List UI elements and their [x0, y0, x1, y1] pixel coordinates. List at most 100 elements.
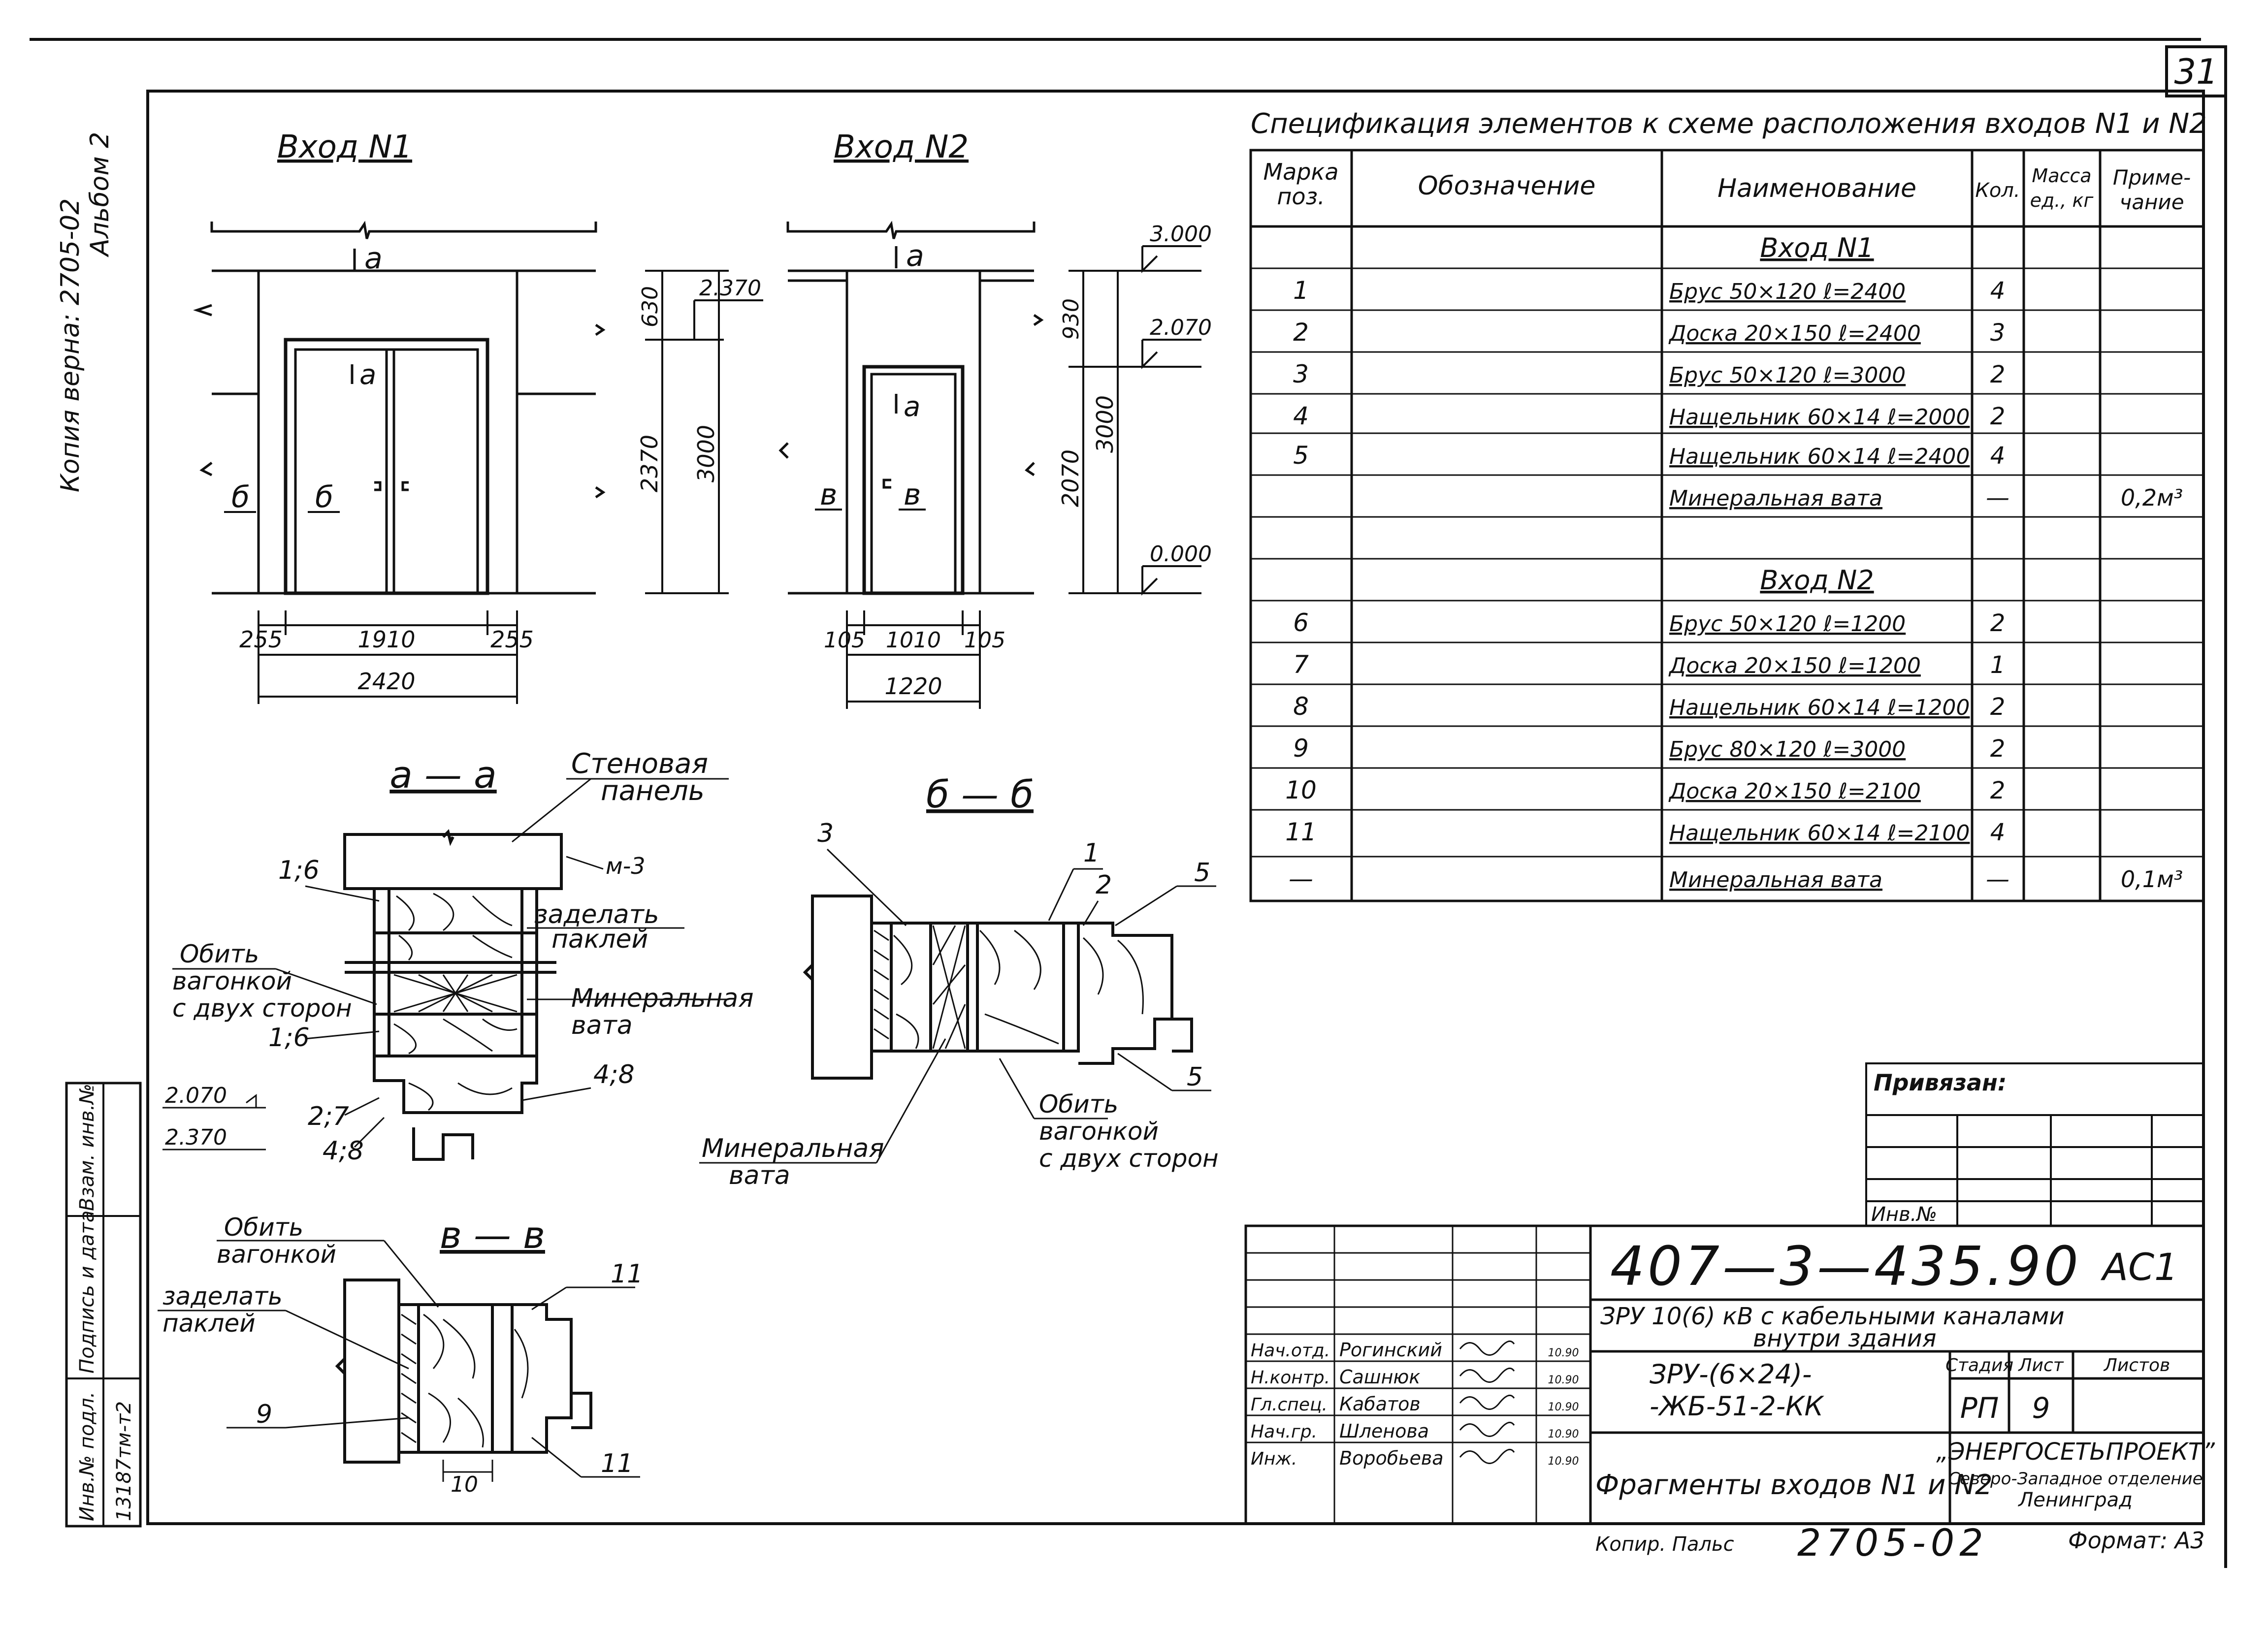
entrance-1-side-b: б	[231, 480, 250, 514]
staff-role: Гл.спец.	[1251, 1395, 1328, 1415]
section-bb-n3: 3	[817, 819, 834, 848]
section-aa-lvl-2070: 2.070	[165, 1083, 227, 1108]
project-line-2: внутри здания	[1753, 1325, 1937, 1352]
entrance-2-dim-2070: 2070	[1057, 449, 1084, 507]
org-1: „ЭНЕРГОСЕТЬПРОЕКТ”	[1936, 1438, 2215, 1466]
staff-role: Инж.	[1251, 1449, 1297, 1469]
spec-cell-qty: —	[1986, 484, 2009, 512]
drawing-name: Фрагменты входов N1 и N2	[1595, 1469, 1993, 1501]
spec-table: Спецификация элементов к схеме расположе…	[1249, 108, 2207, 902]
spec-cell-qty: 4	[1990, 442, 2006, 470]
left-stamp-sign: Подпись и дата	[76, 1211, 98, 1374]
object-line-2: -ЖБ-51-2-КК	[1650, 1391, 1825, 1422]
spec-cell-qty: 1	[1990, 651, 2006, 679]
entrance-1-dim-255b: 255	[490, 626, 534, 653]
signature	[1459, 1394, 1515, 1410]
spec-cell-name: Нащельник 60×14 ℓ=1200	[1669, 695, 1970, 720]
staff-date: 10.90	[1548, 1401, 1579, 1413]
section-aa-cover-1: Обить	[180, 940, 259, 968]
stage-header: Стадия	[1945, 1355, 2013, 1375]
staff-name: Сашнюк	[1339, 1366, 1420, 1388]
section-aa-seal-2: паклей	[551, 925, 648, 954]
entrance-2-dim-1010: 1010	[886, 628, 941, 653]
spec-h-designation: Обозначение	[1418, 171, 1596, 201]
section-aa-cover-3: с двух сторон	[172, 994, 352, 1023]
spec-h-mark-1: Марка	[1263, 159, 1338, 185]
section-vv-title: в — в	[440, 1213, 545, 1257]
spec-cell-mark: 3	[1293, 360, 1309, 388]
section-aa-27: 2;7	[308, 1102, 349, 1131]
spec-h-mark-2: поз.	[1277, 183, 1325, 210]
spec-cell-name: Доска 20×150 ℓ=1200	[1668, 653, 1921, 678]
section-aa-48a: 4;8	[593, 1060, 635, 1089]
staff-role: Нач.отд.	[1251, 1341, 1330, 1361]
section-bb-title: б — б	[926, 772, 1034, 816]
spec-cell-note: 0,1м³	[2121, 866, 2183, 893]
section-bb-n5a: 5	[1194, 858, 1210, 888]
staff-date: 10.90	[1548, 1347, 1579, 1359]
sheets-header: Листов	[2103, 1355, 2170, 1375]
entrance-1-dim-255a: 255	[239, 626, 283, 653]
section-aa-48b: 4;8	[323, 1136, 364, 1166]
entrance-1-dim-2370: 2370	[636, 435, 663, 492]
project-line-1: ЗРУ 10(6) кВ с кабельными каналами	[1600, 1303, 2065, 1330]
section-aa-16a: 1;6	[278, 856, 320, 885]
entrance-2-lvl-0000: 0.000	[1150, 542, 1212, 567]
entrance-2-dim-105b: 105	[964, 628, 1005, 653]
spec-cell-mark: 6	[1293, 608, 1309, 637]
section-bb-n2: 2	[1096, 870, 1112, 900]
footer: Копир. Пальс 2705-02 Формат: А3	[1595, 1521, 2204, 1565]
section-aa: а — а Стеновая панель м-3	[162, 748, 754, 1166]
footer-copied: Копир. Пальс	[1595, 1533, 1734, 1556]
spec-cell-name: Брус 80×120 ℓ=3000	[1669, 737, 1906, 762]
section-aa-lvl-2370: 2.370	[165, 1125, 227, 1150]
spec-h-name: Наименование	[1717, 174, 1916, 203]
spec-cell-mark: 9	[1293, 734, 1309, 763]
entrance-2-dim-1220: 1220	[884, 673, 942, 700]
sheet-number: 31	[2174, 52, 2218, 92]
spec-cell-qty: 2	[1990, 777, 2006, 804]
section-vv-cover-1: Обить	[224, 1213, 303, 1242]
section-aa-16b: 1;6	[268, 1023, 310, 1053]
spec-cell-qty: 2	[1990, 403, 2006, 430]
entrance-1-lvl-2370: 2.370	[699, 276, 761, 301]
entrance-2-door-a: а	[904, 391, 920, 423]
sheet-number-box: 31	[2165, 45, 2227, 97]
doc-code: 407—3—435.90	[1610, 1235, 2081, 1298]
staff-date: 10.90	[1548, 1455, 1579, 1468]
entrance-2-dim-105a: 105	[824, 628, 865, 653]
entrance-2-section-a: а	[906, 239, 924, 273]
binding-label: Привязан:	[1874, 1069, 2007, 1096]
spec-cell-qty: 2	[1990, 693, 2006, 721]
signature	[1459, 1448, 1515, 1464]
section-bb-wool-1: Минеральная	[702, 1134, 884, 1163]
spec-cell-name: Минеральная вата	[1669, 867, 1882, 893]
footer-number: 2705-02	[1797, 1521, 1988, 1565]
spec-h-note-2: чание	[2119, 190, 2184, 214]
staff-date: 10.90	[1548, 1428, 1579, 1440]
spec-cell-name: Нащельник 60×14 ℓ=2000	[1669, 405, 1970, 430]
entrance-2: Вход N2 а а в в	[778, 129, 1212, 709]
spec-cell-name: Брус 50×120 ℓ=3000	[1669, 363, 1906, 388]
entrance-1-door-b: б	[315, 480, 333, 514]
doc-suffix: АС1	[2100, 1245, 2178, 1289]
side-stamp: Копия верна: 2705-02 Альбом 2	[56, 132, 115, 492]
section-bb-cover-2: вагонкой	[1039, 1117, 1159, 1146]
spec-cell-mark: —	[1289, 864, 1313, 893]
section-bb-n5b: 5	[1187, 1062, 1203, 1092]
entrance-2-side-v: в	[820, 478, 837, 512]
section-vv-cover-2: вагонкой	[217, 1240, 336, 1269]
spec-cell-mark: 7	[1293, 650, 1309, 679]
spec-cell-qty: 4	[1990, 819, 2006, 846]
entrance-1-dim-2420: 2420	[357, 668, 415, 695]
spec-cell-note: 0,2м³	[2121, 484, 2183, 511]
side-stamp-line1: Копия верна: 2705-02	[56, 198, 85, 492]
section-aa-wall-1: Стеновая	[571, 748, 708, 780]
left-stamp-repl: Взам. инв.№	[76, 1084, 98, 1211]
section-aa-wall-2: панель	[601, 775, 705, 807]
section-vv-n11a: 11	[611, 1259, 643, 1289]
footer-format: Формат: А3	[2068, 1527, 2204, 1554]
